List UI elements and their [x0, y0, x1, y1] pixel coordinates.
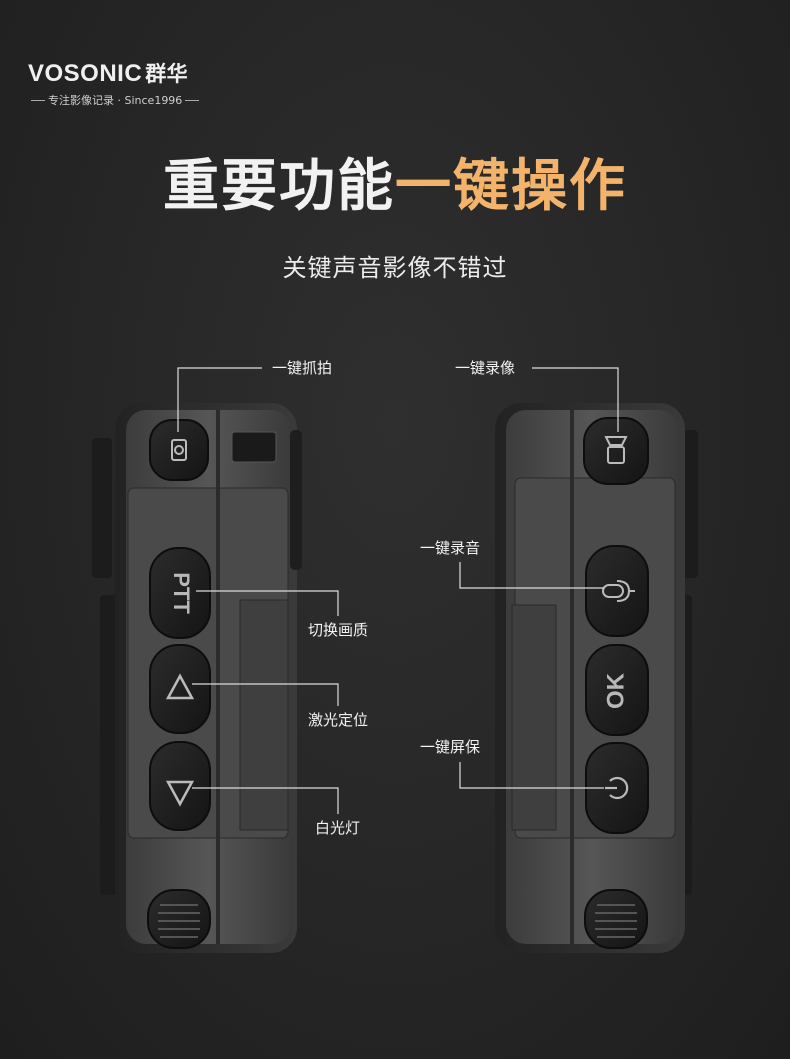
ok-text: OK — [602, 672, 629, 709]
label-light: 白光灯 — [315, 819, 361, 837]
camera-snapshot-button[interactable] — [149, 419, 209, 481]
left-bottom-wheel[interactable] — [147, 889, 211, 949]
microphone-icon — [602, 580, 635, 602]
left-device-seam — [216, 410, 220, 944]
triangle-up-icon — [165, 673, 195, 700]
video-record-button[interactable] — [583, 417, 649, 485]
laser-button[interactable] — [149, 644, 211, 734]
title-part-2: 一键操作 — [395, 154, 627, 219]
right-device: OK — [459, 367, 698, 953]
label-quality: 切换画质 — [308, 621, 369, 639]
left-device-connector — [231, 431, 277, 463]
left-device: PTT — [92, 367, 339, 953]
right-wheel-ridges — [595, 904, 637, 938]
label-video: 一键录像 — [455, 359, 516, 377]
slogan-rule-left — [31, 99, 45, 101]
page-title: 重要功能一键操作 — [0, 152, 790, 222]
label-laser: 激光定位 — [308, 711, 369, 729]
slogan-rule-right — [185, 99, 200, 101]
left-device-inset — [239, 599, 289, 831]
label-snapshot: 一键抓拍 — [272, 359, 333, 377]
ptt-text: PTT — [169, 572, 194, 614]
right-callouts — [459, 367, 619, 789]
audio-record-button[interactable] — [585, 545, 649, 637]
power-icon — [605, 776, 629, 800]
ptt-button[interactable] — [149, 547, 211, 639]
label-audio: 一键录音 — [420, 539, 481, 557]
brand-slogan: 专注影像记录 · Since1996 — [28, 92, 228, 108]
brand-name-en: VOSONIC — [28, 60, 143, 87]
video-record-icon — [604, 436, 628, 464]
camera-icon — [171, 439, 187, 461]
right-bottom-wheel[interactable] — [584, 889, 648, 949]
brand-name-cn: 群华 — [145, 62, 189, 86]
ok-button[interactable] — [585, 644, 649, 736]
left-device-side-clip — [92, 438, 112, 578]
title-part-1: 重要功能 — [163, 154, 395, 219]
right-device-seam — [570, 410, 574, 944]
right-device-inset — [511, 604, 557, 831]
label-screensaver: 一键屏保 — [420, 738, 481, 756]
left-device-side-edge — [290, 430, 302, 570]
page-subtitle: 关键声音影像不错过 — [282, 254, 508, 282]
slogan-text: 专注影像记录 · Since1996 — [48, 94, 183, 107]
left-callouts — [177, 367, 339, 814]
triangle-down-icon — [165, 780, 195, 807]
left-wheel-ridges — [158, 904, 200, 938]
white-light-button[interactable] — [149, 741, 211, 831]
